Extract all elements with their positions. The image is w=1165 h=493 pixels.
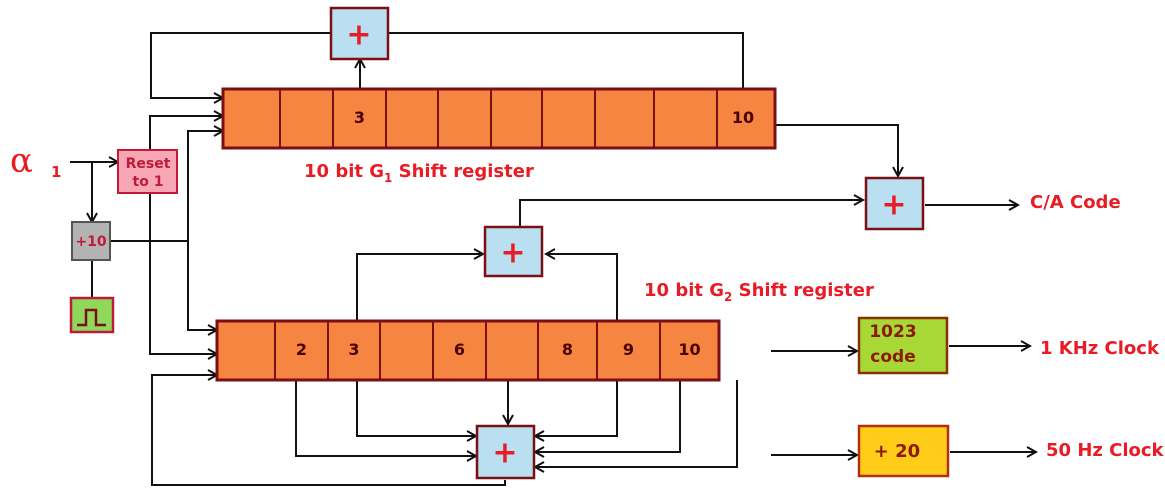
code-1023-line1: 1023 <box>869 322 916 342</box>
plus-icon: + <box>881 188 906 223</box>
g1-cell <box>653 88 718 149</box>
g1-frame <box>221 87 777 150</box>
g2-cell-label: 8 <box>562 340 573 359</box>
code-1023-block: 1023 code <box>857 316 949 375</box>
square-wave-icon <box>77 308 106 327</box>
reset-to-g1-wire <box>149 116 223 150</box>
reset-box <box>117 149 178 194</box>
g2-title-suffix: Shift register <box>732 280 874 301</box>
plus-icon: + <box>492 436 517 471</box>
g1-cell <box>437 88 492 149</box>
g1-title-prefix: 10 bit G <box>304 161 384 182</box>
wires <box>70 32 1036 486</box>
output-adder-box <box>864 176 925 231</box>
g1-cell <box>594 88 655 149</box>
g2-tap-adder: + <box>483 225 544 278</box>
divide-by-10-block: +10 <box>71 221 111 261</box>
g2-cell <box>485 320 539 381</box>
g1-cell <box>490 88 543 149</box>
clock-box <box>69 296 115 334</box>
g2-cell8-tap-wire <box>535 380 618 436</box>
g1-cell-label: 3 <box>354 108 365 127</box>
g1-cell <box>385 88 439 149</box>
g2-shift-register: 2 3 6 8 9 10 <box>215 319 721 382</box>
output-adder: + <box>864 176 925 231</box>
g2-cell3-tap-wire <box>356 380 476 436</box>
divide-by-20-box <box>857 424 950 478</box>
alpha-input: α 1 <box>10 141 61 181</box>
g2-cell-label: 6 <box>454 340 465 359</box>
g2-title-prefix: 10 bit G <box>644 280 724 301</box>
g2-cell <box>216 320 276 381</box>
g1-feedback-adder: + <box>329 6 390 61</box>
reset-to-g2-wire <box>149 193 217 354</box>
g1-output-wire <box>775 124 898 176</box>
divide-by-20-block: + 20 <box>857 424 950 478</box>
code-1023-line2: code <box>870 347 915 367</box>
g2-cell-label: 3 <box>348 340 359 359</box>
g2-tap-adder-box <box>483 225 544 278</box>
g1-cell <box>222 88 281 149</box>
clock-to-g2-wire <box>187 241 217 330</box>
g2-cell <box>327 320 381 381</box>
g2-title: 10 bit G2 Shift register <box>644 280 874 304</box>
g2-cell2-tap-wire <box>295 380 476 456</box>
g1-shift-register: 3 10 <box>221 87 777 150</box>
alpha-subscript: 1 <box>51 163 61 181</box>
g2-cell8-to-tap-adder-wire <box>546 254 618 321</box>
g1-title-suffix: Shift register <box>392 161 534 182</box>
divide-by-10-label: +10 <box>75 234 106 250</box>
clock-to-g1-wire <box>187 131 223 241</box>
g2-frame <box>215 319 721 382</box>
g1-cell <box>279 88 334 149</box>
alpha-symbol: α <box>10 141 33 181</box>
g1-cell10-to-adder-wire <box>388 32 744 89</box>
reset-line2: to 1 <box>133 174 164 190</box>
divide-by-10-box <box>71 221 111 261</box>
plus-icon: + <box>500 236 525 271</box>
g2-cell-label: 10 <box>678 340 700 359</box>
g2-feedback-adder: + <box>475 424 536 480</box>
clock-source <box>69 296 115 334</box>
g1-title-subscript: 1 <box>384 171 392 185</box>
g2-feedback-adder-box <box>475 424 536 480</box>
g1-cell-label: 10 <box>732 108 754 127</box>
g2-cell <box>379 320 434 381</box>
hz-clock-label: 50 Hz Clock <box>1046 440 1165 461</box>
plus-icon: + <box>346 18 371 53</box>
khz-clock-label: 1 KHz Clock <box>1040 338 1160 359</box>
g2-title-subscript: 2 <box>724 290 732 304</box>
g2-feedback-wire <box>151 375 506 486</box>
g1-feedback-wire <box>150 32 331 98</box>
g2-cell10-tap-wire <box>535 380 738 467</box>
reset-block: Reset to 1 <box>117 149 178 194</box>
g1-cell <box>541 88 596 149</box>
g2-cell3-to-tap-adder-wire <box>356 254 483 321</box>
g1-adder-box <box>329 6 390 61</box>
reset-line1: Reset <box>126 156 171 172</box>
g2-cell-label: 2 <box>296 340 307 359</box>
g1-title: 10 bit G1 Shift register <box>304 161 534 185</box>
tap-adder-to-final-adder-wire <box>519 200 863 226</box>
ca-code-label: C/A Code <box>1030 192 1121 213</box>
g2-cell-label: 9 <box>623 340 634 359</box>
code-1023-box <box>857 316 949 375</box>
g2-cell9-tap-wire <box>535 380 681 452</box>
divide-by-20-label: + 20 <box>874 441 920 462</box>
